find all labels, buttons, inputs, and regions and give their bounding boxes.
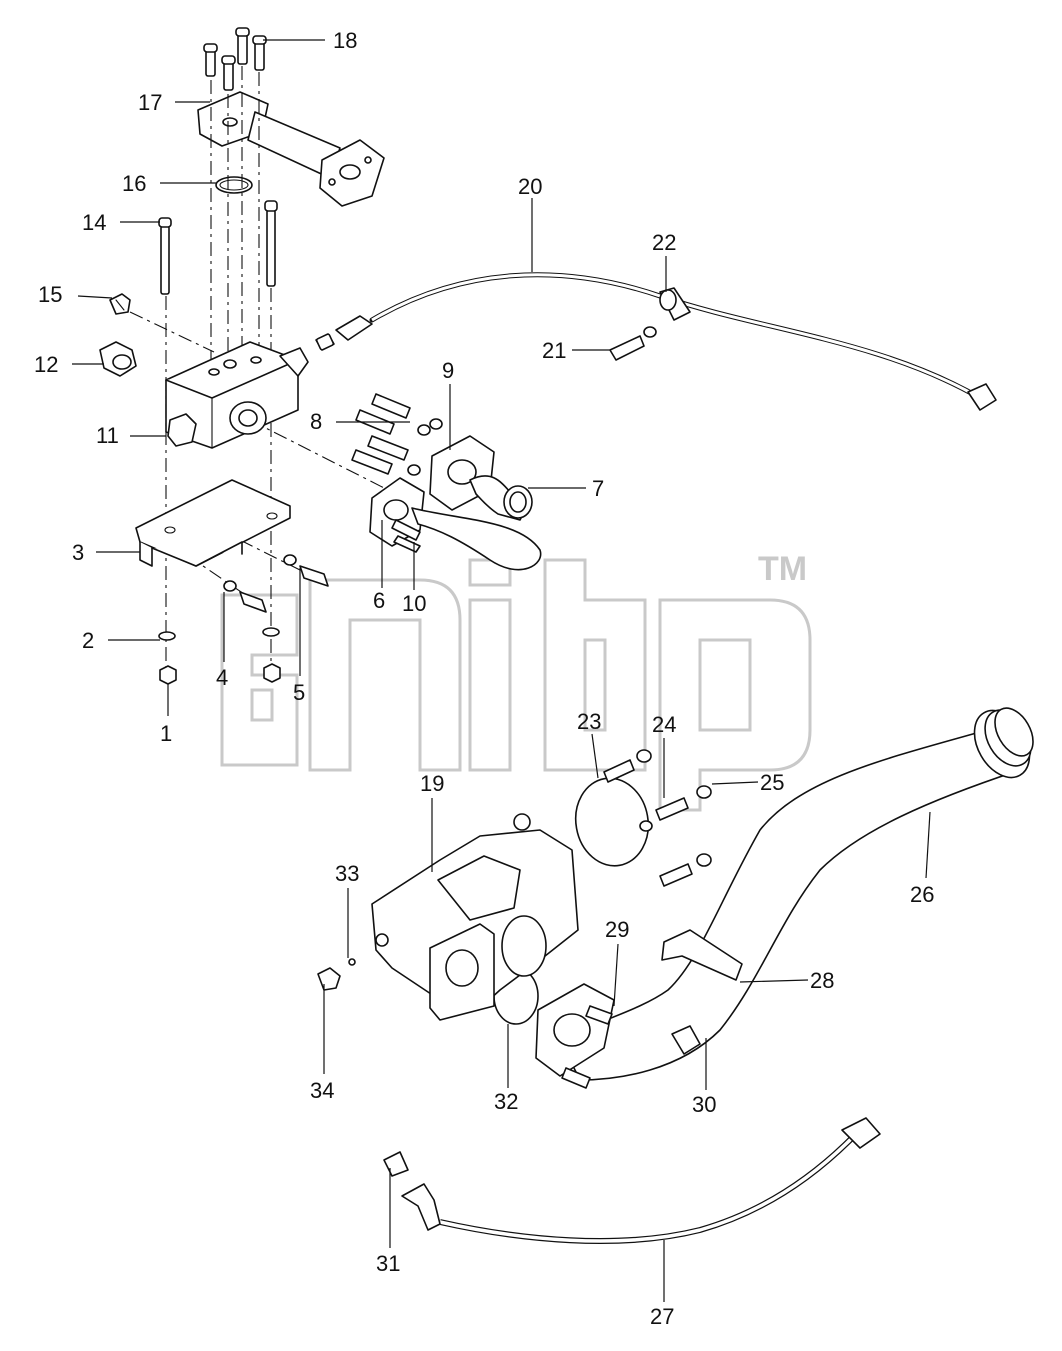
o-ring-23-bolts-24: [574, 749, 712, 887]
callout-9: 9: [442, 358, 454, 383]
long-bolts-14: [158, 200, 278, 295]
callout-28: 28: [810, 968, 834, 993]
callout-30: 30: [692, 1092, 716, 1117]
callout-33: 33: [335, 861, 359, 886]
callout-7: 7: [592, 476, 604, 501]
callout-11: 11: [96, 423, 119, 448]
callout-26: 26: [910, 882, 934, 907]
callout-32: 32: [494, 1089, 518, 1114]
callout-34: 34: [310, 1078, 334, 1103]
bracket-3: [135, 479, 291, 567]
callout-23: 23: [577, 709, 601, 734]
callout-31: 31: [376, 1251, 400, 1276]
callout-22: 22: [652, 230, 676, 255]
callout-10: 10: [402, 591, 426, 616]
callout-2: 2: [82, 628, 94, 653]
suction-pipe-26: [559, 707, 1034, 1081]
leader-lines: [72, 39, 931, 1302]
callout-29: 29: [605, 917, 629, 942]
callout-6: 6: [373, 588, 385, 613]
callout-27: 27: [650, 1304, 674, 1329]
bolts-8: [351, 393, 443, 476]
callout-19: 19: [420, 771, 444, 796]
fitting-15: [109, 293, 131, 315]
o-ring-16: [215, 176, 253, 194]
clamp-22-bolt-21: [609, 287, 691, 361]
hose-27-fitting-31: [383, 1117, 881, 1244]
valve-block-11: [165, 333, 335, 449]
flange-29: [535, 983, 615, 1089]
callout-16: 16: [122, 171, 146, 196]
callout-17: 17: [138, 90, 162, 115]
callout-4: 4: [216, 665, 228, 690]
bolts-18: [203, 27, 267, 91]
callout-8: 8: [310, 409, 322, 434]
callout-15: 15: [38, 282, 62, 307]
callout-24: 24: [652, 712, 676, 737]
callout-14: 14: [82, 210, 106, 235]
callout-5: 5: [293, 680, 305, 705]
callout-labels: 1 2 3 4 5 6 7 8 9 10 11 12 14 15 16 17 1…: [34, 28, 934, 1329]
pump-19: [371, 813, 579, 1021]
callout-21: 21: [542, 338, 566, 363]
clamps-28-30: [661, 929, 743, 1055]
watermark-logo: TM: [220, 550, 812, 812]
callout-25: 25: [760, 770, 784, 795]
washers-2-nuts-1: [158, 627, 281, 685]
plug-12: [99, 341, 137, 377]
hose-20: [315, 272, 997, 411]
callout-3: 3: [72, 540, 84, 565]
flange-9-elbow-7: [429, 435, 533, 521]
flange-6-pipe-loop: [369, 477, 542, 571]
bolts-4-and-washers-5: [223, 554, 329, 613]
callout-20: 20: [518, 174, 542, 199]
callout-1: 1: [160, 721, 172, 746]
callout-18: 18: [333, 28, 357, 53]
watermark-trademark: TM: [758, 550, 807, 588]
flange-pipe-17: [197, 91, 385, 207]
callout-12: 12: [34, 352, 58, 377]
